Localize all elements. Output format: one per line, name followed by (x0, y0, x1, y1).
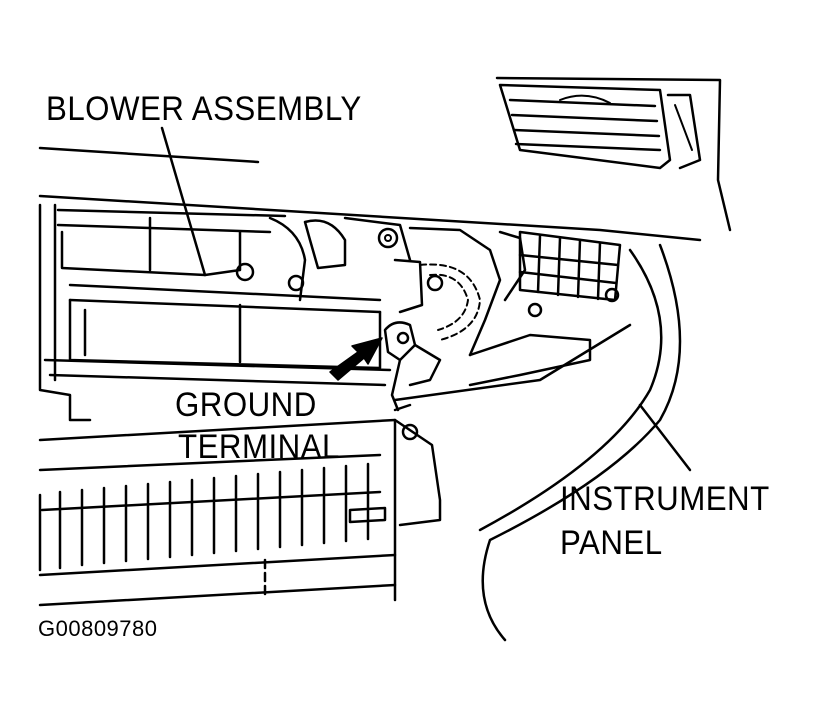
lower-trim-panel (38, 418, 442, 607)
instrument-panel-edge (393, 243, 682, 642)
label-ground-terminal-line2: TERMINAL (178, 428, 340, 466)
leader-blower-assembly (160, 126, 207, 277)
label-blower-assembly: BLOWER ASSEMBLY (46, 90, 362, 128)
blower-assembly-body (38, 203, 412, 422)
figure-code: G00809780 (38, 616, 158, 641)
leader-instrument-panel (638, 403, 692, 472)
leader-lines (160, 126, 692, 472)
dash-upper-surface (38, 76, 732, 242)
blower-duct (393, 226, 527, 357)
label-instrument-panel-line2: PANEL (560, 524, 663, 562)
side-grille (518, 230, 622, 318)
air-vent (498, 83, 702, 170)
pointer-arrow (329, 337, 383, 381)
label-instrument-panel-line1: INSTRUMENT (560, 480, 770, 518)
label-ground-terminal-line1: GROUND (175, 386, 317, 424)
